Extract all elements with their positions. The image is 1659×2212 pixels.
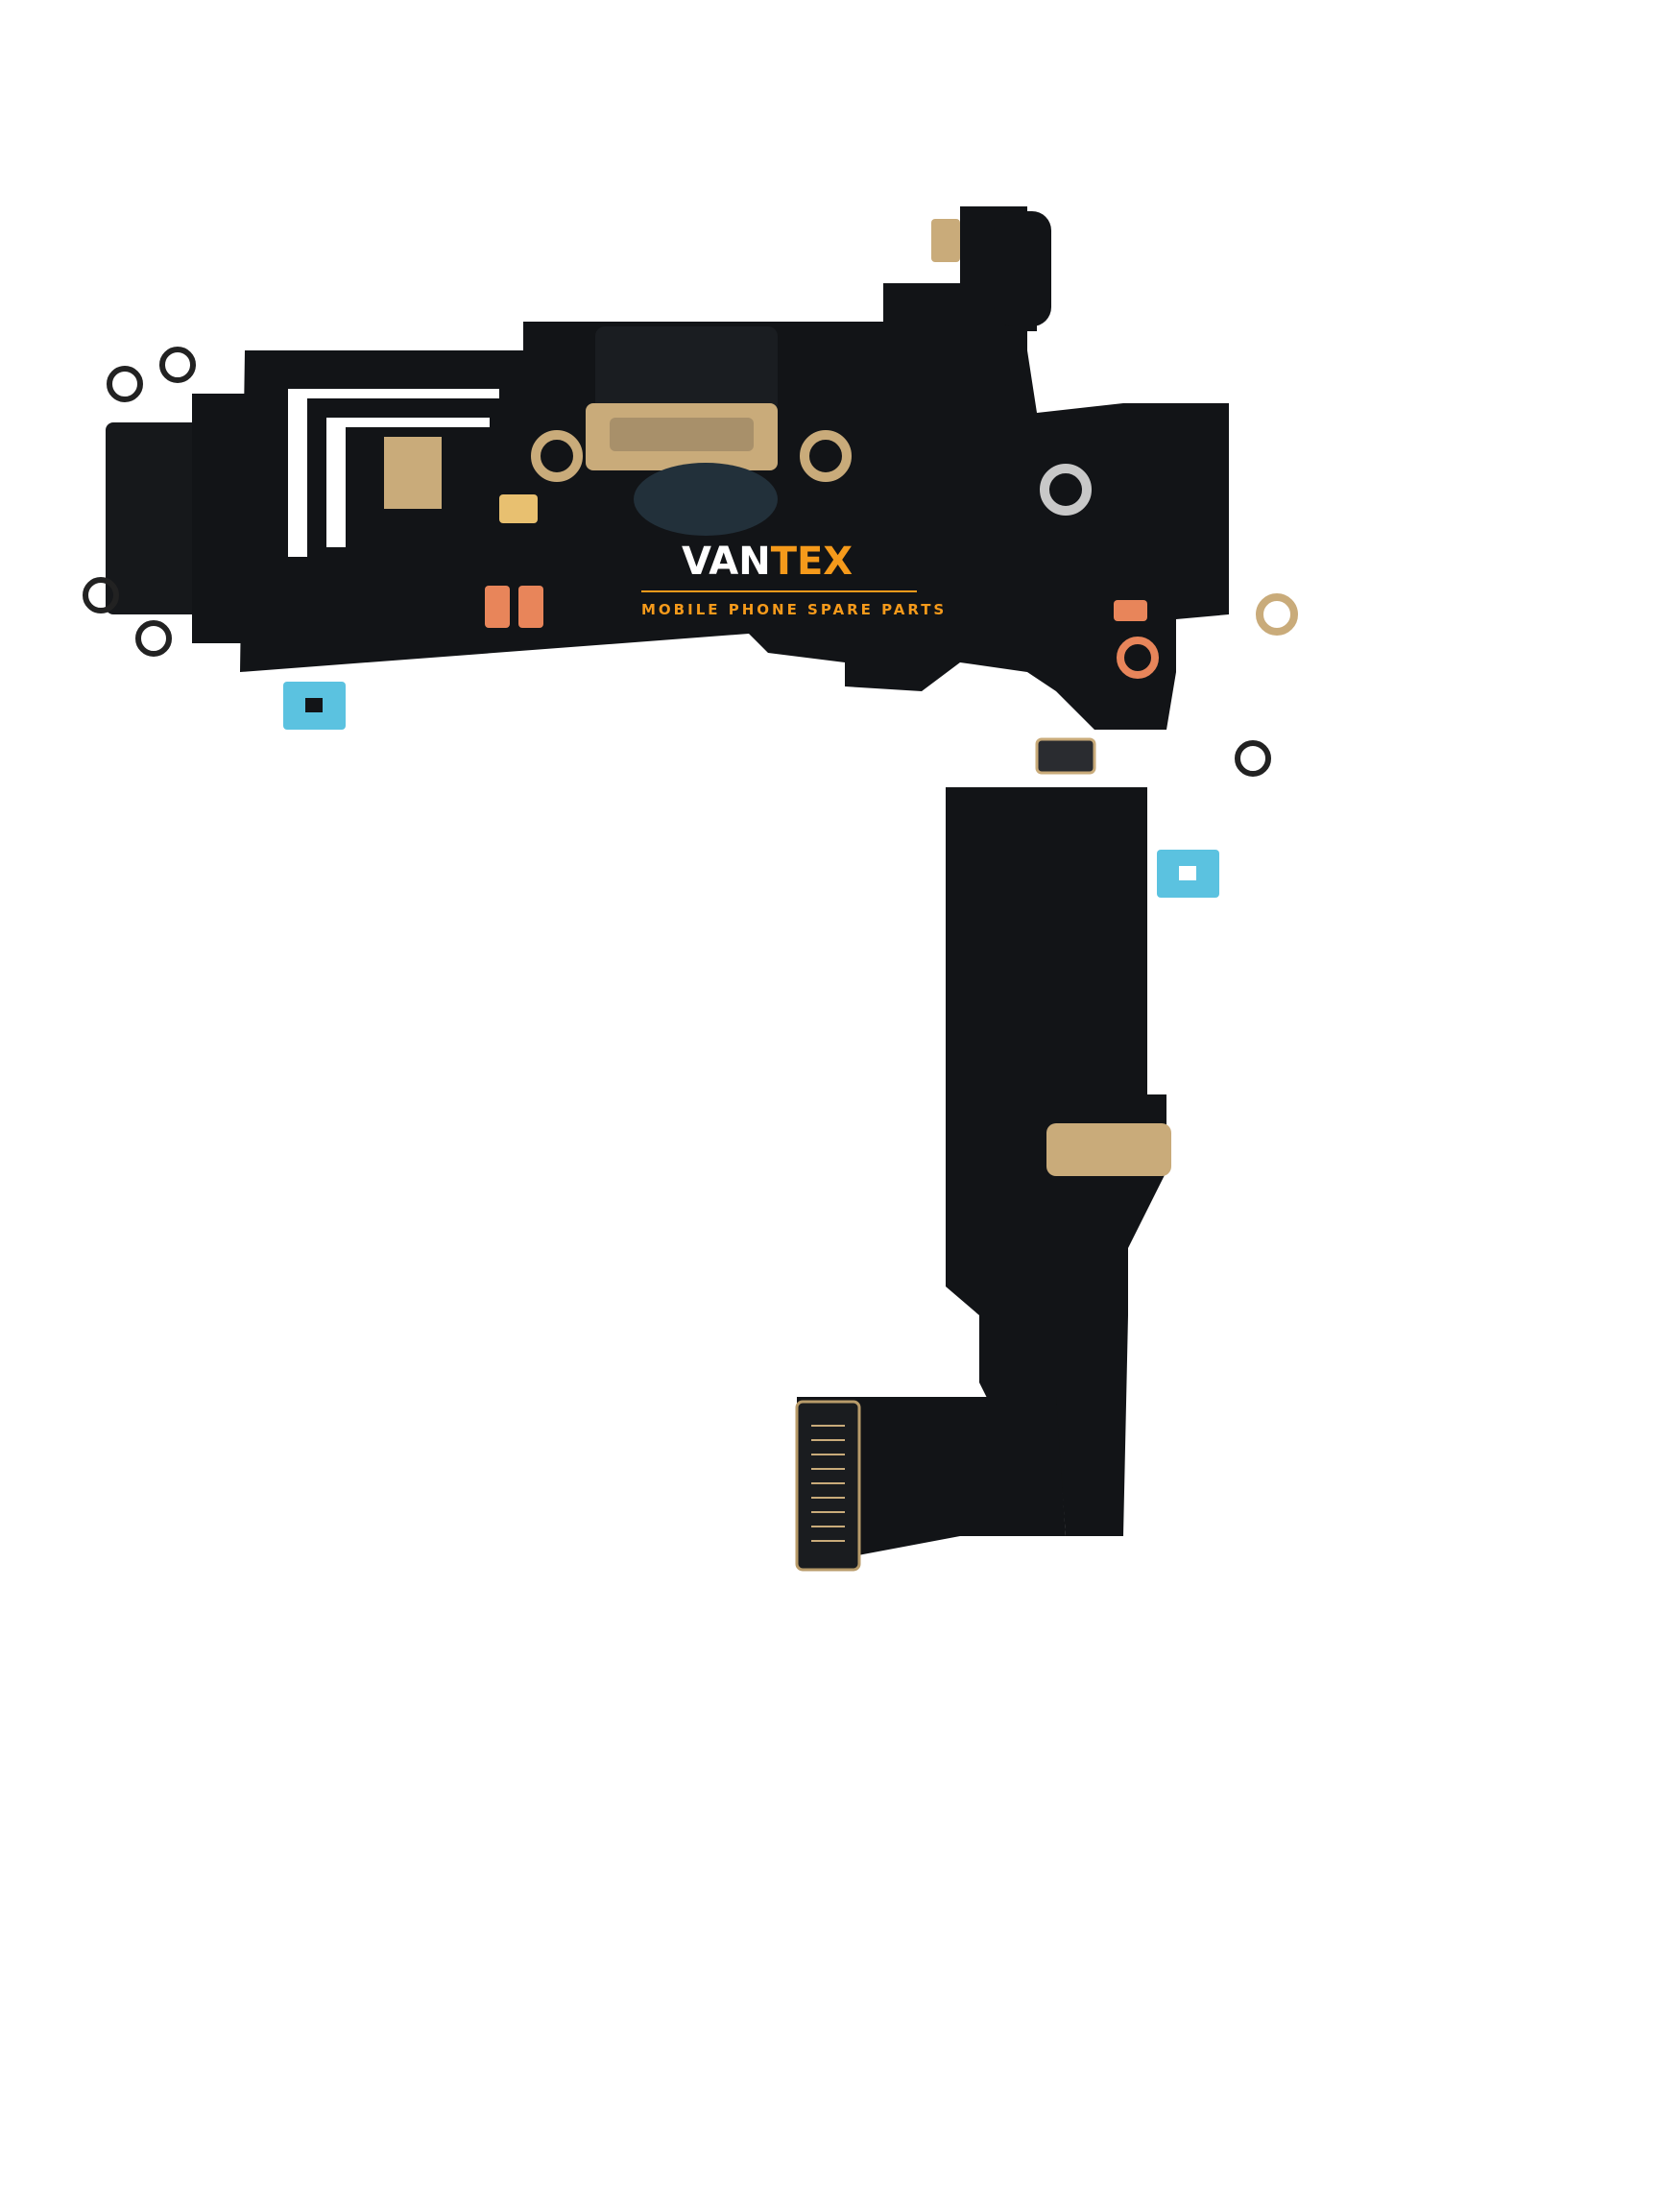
copper-pads [485, 494, 1147, 628]
watermark-tagline: MOBILE PHONE SPARE PARTS [641, 601, 947, 618]
watermark-brand: VANTEX [682, 540, 853, 584]
flex-left-end [106, 422, 211, 614]
board-connector [795, 1400, 861, 1572]
mounting-rings [83, 347, 1298, 777]
gold-contact [931, 219, 960, 262]
vantex-watermark: VANTEX MOBILE PHONE SPARE PARTS [641, 540, 947, 618]
gold-stiffener [1046, 1123, 1171, 1176]
flex-lower-arm [797, 1397, 1066, 1565]
charging-port [586, 326, 778, 536]
small-connector [1035, 737, 1096, 775]
blue-adhesive-tabs [283, 682, 1219, 898]
top-antenna-strip [883, 211, 1051, 331]
